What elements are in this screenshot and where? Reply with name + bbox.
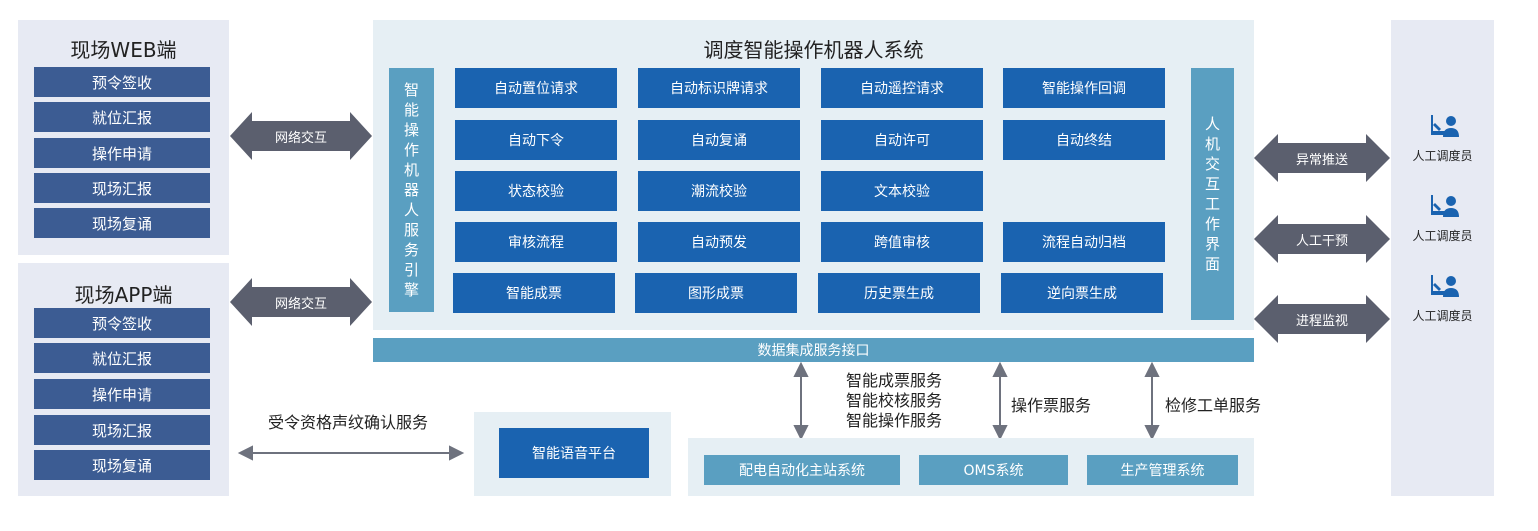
- fn-smart-ticket[interactable]: 智能成票: [453, 273, 615, 313]
- right-arrow-process-monitor: 进程监视: [1278, 304, 1366, 334]
- network-arrow-bottom-label: 网络交互: [274, 296, 327, 312]
- fn-auto-order[interactable]: 自动下令: [455, 120, 617, 160]
- bottom-systems-panel: 配电自动化主站系统 OMS系统 生产管理系统: [688, 438, 1254, 496]
- web-item-in-position-report[interactable]: 就位汇报: [34, 102, 210, 132]
- right-arrow-3-label: 进程监视: [1295, 313, 1348, 329]
- system-distribution-automation[interactable]: 配电自动化主站系统: [704, 455, 900, 485]
- service-operation-ticket: 操作票服务: [1011, 396, 1092, 415]
- fn-auto-archive[interactable]: 流程自动归档: [1003, 222, 1165, 262]
- network-arrow-bottom: 网络交互: [252, 287, 350, 317]
- right-arrow-2-shape: [1254, 215, 1390, 263]
- network-arrow-top-shape: [230, 112, 372, 160]
- voice-platform-button[interactable]: 智能语音平台: [499, 428, 649, 478]
- service-engine-bar: 智能操作机器人服务引擎: [389, 68, 434, 312]
- fn-auto-predispatch[interactable]: 自动预发: [638, 222, 800, 262]
- system-oms[interactable]: OMS系统: [919, 455, 1068, 485]
- fn-auto-sign-request[interactable]: 自动标识牌请求: [638, 68, 800, 108]
- dispatcher-icon: [1430, 195, 1459, 217]
- fn-review-flow[interactable]: 审核流程: [455, 222, 617, 262]
- app-item-site-repeat[interactable]: 现场复诵: [34, 450, 210, 480]
- web-item-prealert-sign[interactable]: 预令签收: [34, 67, 210, 97]
- fn-auto-finish[interactable]: 自动终结: [1003, 120, 1165, 160]
- dispatcher-icon: [1430, 275, 1459, 297]
- voice-platform-panel: 智能语音平台: [474, 412, 671, 496]
- app-item-operation-request[interactable]: 操作申请: [34, 379, 210, 409]
- fn-flow-check[interactable]: 潮流校验: [638, 171, 800, 211]
- app-item-in-position-report[interactable]: 就位汇报: [34, 343, 210, 373]
- right-arrow-1-shape: [1254, 134, 1390, 182]
- dispatcher-3-label: 人工调度员: [1412, 309, 1473, 323]
- dispatcher-1-label: 人工调度员: [1412, 149, 1473, 163]
- right-arrow-exception-push: 异常推送: [1278, 143, 1366, 173]
- web-item-operation-request[interactable]: 操作申请: [34, 138, 210, 168]
- dispatcher-3: 人工调度员: [1391, 273, 1494, 324]
- fn-graphic-ticket[interactable]: 图形成票: [635, 273, 797, 313]
- hmi-bar: 人机交互工作界面: [1191, 68, 1234, 320]
- web-item-site-report[interactable]: 现场汇报: [34, 173, 210, 203]
- dispatcher-2: 人工调度员: [1391, 193, 1494, 244]
- app-panel-title: 现场APP端: [74, 283, 173, 307]
- service-smart-ticket: 智能成票服务: [846, 371, 943, 390]
- right-arrow-1-label: 异常推送: [1295, 152, 1348, 168]
- fn-smart-callback[interactable]: 智能操作回调: [1003, 68, 1165, 108]
- fn-auto-set-position[interactable]: 自动置位请求: [455, 68, 617, 108]
- web-panel: 现场WEB端 预令签收 就位汇报 操作申请 现场汇报 现场复诵: [18, 20, 229, 255]
- voice-confirm-label: 受令资格声纹确认服务: [268, 413, 429, 432]
- app-item-site-report[interactable]: 现场汇报: [34, 415, 210, 445]
- network-arrow-top-label: 网络交互: [274, 130, 327, 146]
- service-engine-label: 智能操作机器人服务引擎: [403, 81, 419, 299]
- service-group-1: 智能成票服务 智能校核服务 智能操作服务: [846, 371, 942, 431]
- service-smart-check: 智能校核服务: [846, 391, 943, 410]
- data-integration-bar: 数据集成服务接口: [373, 338, 1254, 362]
- fn-history-ticket[interactable]: 历史票生成: [818, 273, 980, 313]
- dispatcher-2-label: 人工调度员: [1412, 229, 1473, 243]
- fn-state-check[interactable]: 状态校验: [455, 171, 617, 211]
- right-arrow-manual-intervene: 人工干预: [1278, 224, 1366, 254]
- fn-text-check[interactable]: 文本校验: [821, 171, 983, 211]
- fn-cross-shift-review[interactable]: 跨值审核: [821, 222, 983, 262]
- fn-auto-remote-control[interactable]: 自动遥控请求: [821, 68, 983, 108]
- robot-system-panel: 调度智能操作机器人系统 智能操作机器人服务引擎 自动置位请求 自动标识牌请求 自…: [373, 20, 1254, 330]
- network-arrow-bottom-shape: [230, 278, 372, 326]
- system-production-management[interactable]: 生产管理系统: [1087, 455, 1238, 485]
- right-arrow-3-shape: [1254, 295, 1390, 343]
- service-maintenance-order: 检修工单服务: [1165, 396, 1262, 415]
- fn-reverse-ticket[interactable]: 逆向票生成: [1001, 273, 1163, 313]
- fn-auto-repeat[interactable]: 自动复诵: [638, 120, 800, 160]
- hmi-label: 人机交互工作界面: [1204, 115, 1220, 273]
- app-panel: 现场APP端 预令签收 就位汇报 操作申请 现场汇报 现场复诵: [18, 263, 229, 496]
- dispatcher-1: 人工调度员: [1391, 113, 1494, 164]
- network-arrow-top: 网络交互: [252, 121, 350, 151]
- robot-system-title: 调度智能操作机器人系统: [703, 38, 924, 62]
- web-panel-title: 现场WEB端: [70, 38, 177, 62]
- dispatcher-panel: [1391, 20, 1494, 496]
- web-item-site-repeat[interactable]: 现场复诵: [34, 208, 210, 238]
- app-item-prealert-sign[interactable]: 预令签收: [34, 308, 210, 338]
- right-arrow-2-label: 人工干预: [1295, 233, 1348, 249]
- service-smart-operation: 智能操作服务: [846, 411, 943, 430]
- dispatcher-icon: [1430, 115, 1459, 137]
- fn-auto-permit[interactable]: 自动许可: [821, 120, 983, 160]
